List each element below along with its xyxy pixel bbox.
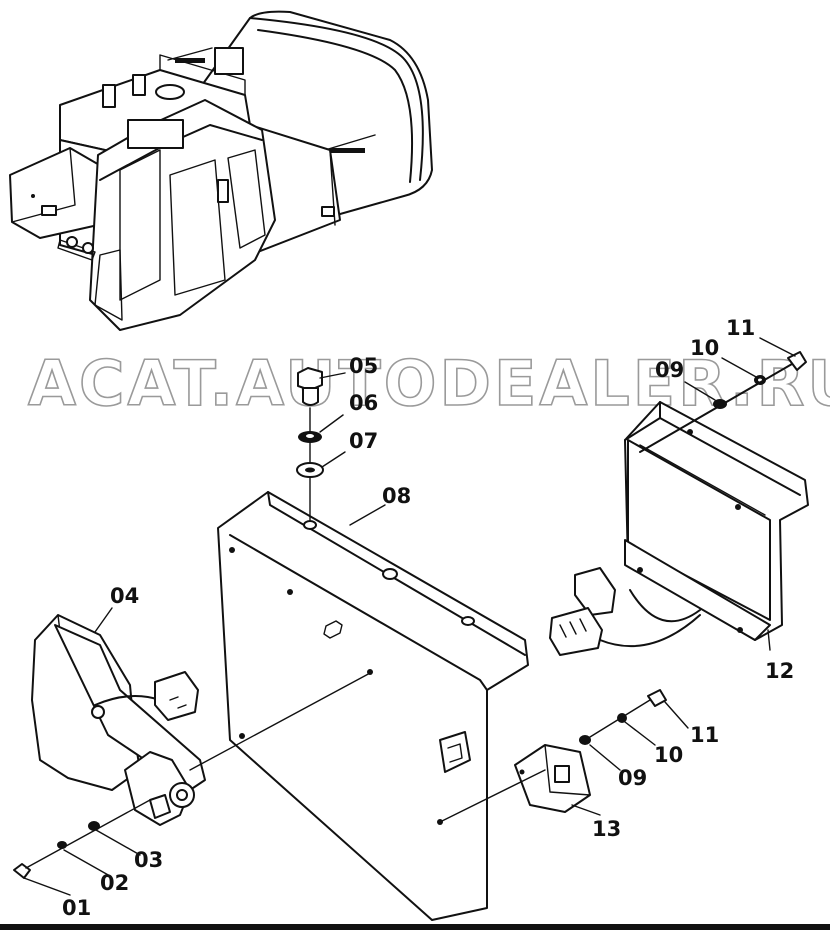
controller-box-12	[549, 401, 809, 656]
part-label: 03	[134, 848, 163, 872]
part-label: 02	[100, 871, 129, 895]
part-label: 11	[726, 316, 755, 340]
part-label: 04	[110, 584, 139, 608]
actuator-04	[31, 614, 373, 826]
fasteners-upper	[639, 351, 807, 453]
excavator-illustration	[9, 10, 433, 331]
part-label: 09	[655, 358, 684, 382]
lock-washer-06	[298, 431, 322, 443]
watermark-text: ACAT.AUTODEALER.RU	[28, 347, 830, 420]
bottom-border	[0, 924, 830, 930]
part-label: 13	[592, 817, 621, 841]
part-label: 09	[618, 766, 647, 790]
relay-13	[439, 744, 591, 823]
leader-lines	[23, 337, 796, 896]
part-label: 01	[62, 896, 91, 920]
fasteners-lower-left	[13, 799, 151, 879]
part-label: 06	[349, 391, 378, 415]
mounting-plate-08	[217, 491, 529, 921]
part-labels: 05 06 07 08 04 01 02 03 09 10 11 12 13 0…	[62, 316, 794, 920]
part-label: 05	[349, 354, 378, 378]
part-label: 11	[690, 723, 719, 747]
part-label: 08	[382, 484, 411, 508]
flat-washer-07	[296, 462, 324, 478]
part-label: 07	[349, 429, 378, 453]
part-label: 12	[765, 659, 794, 683]
part-label: 10	[690, 336, 719, 360]
fasteners-lower-right	[579, 689, 667, 745]
part-label: 10	[654, 743, 683, 767]
